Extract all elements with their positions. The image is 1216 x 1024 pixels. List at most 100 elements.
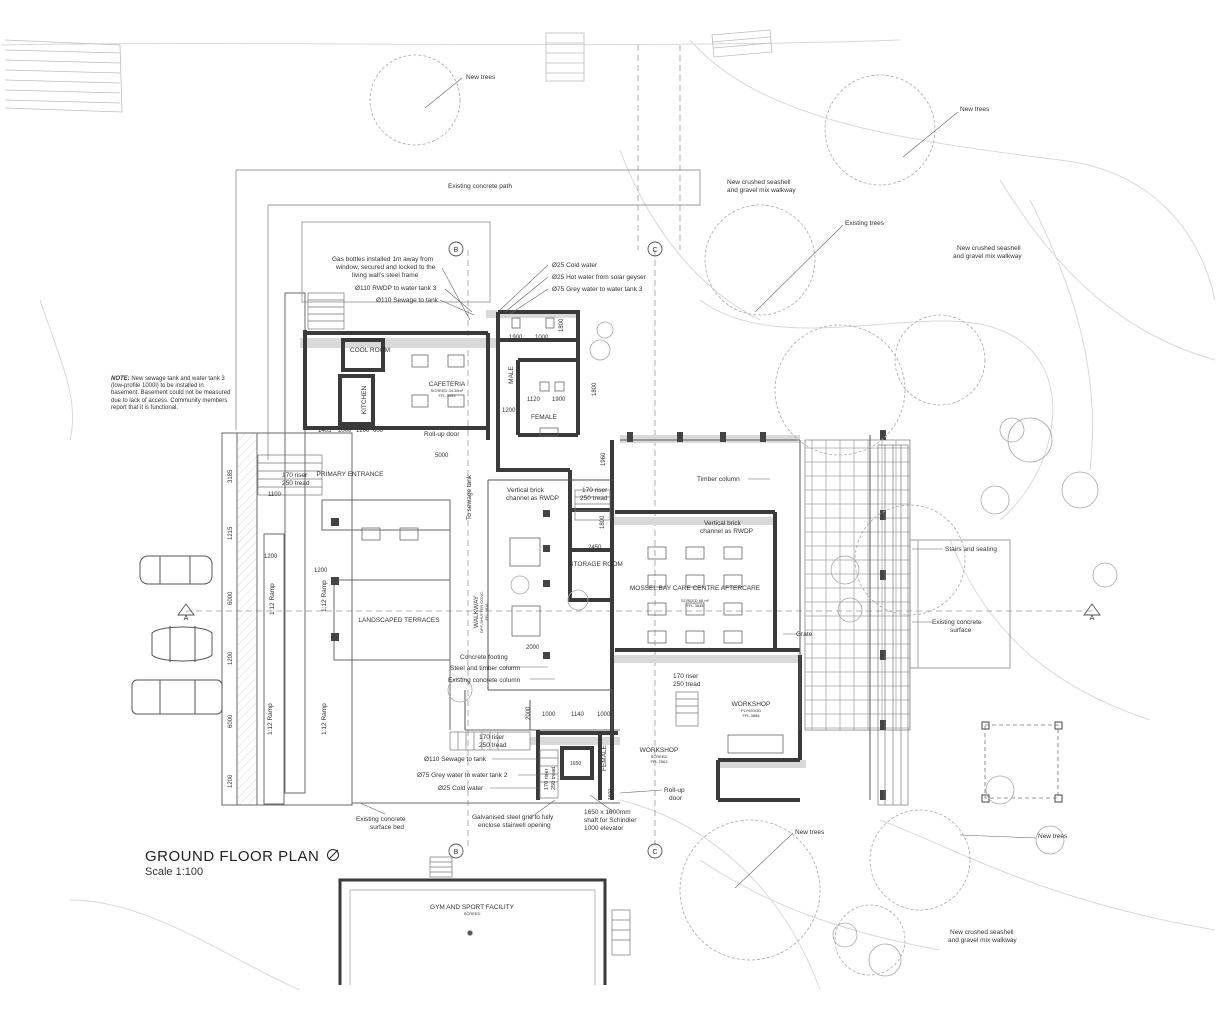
section-a-right: A	[1090, 615, 1095, 622]
label-ramp-2: 1:12 Ramp	[321, 580, 328, 612]
room-walkway: WALKWAY	[473, 595, 480, 628]
label-existing-path: Existing concrete path	[448, 183, 512, 190]
label-surface-bed-2: surface bed	[370, 824, 404, 831]
existing-path	[235, 169, 701, 460]
room-aftercare-sub: SCREED 68 m²	[681, 598, 710, 603]
dimensions: 1900 1000 1800 1800 1120 1900 1200 1405 …	[228, 318, 614, 800]
label-shell-walk-2b: and gravel mix walkway	[953, 253, 1022, 260]
room-walkway-sub: OFF-SHUTTER CONC.	[479, 591, 484, 633]
room-workshop-upper: WORKSHOP	[732, 701, 771, 708]
trees	[369, 54, 1118, 977]
parked-cars	[131, 555, 223, 715]
label-shell-walk-3b: and gravel mix walkway	[948, 937, 1017, 944]
label-riser-work-1: 170 riser	[673, 673, 699, 680]
label-stairs-seating: Stairs and seating	[945, 546, 997, 553]
dim-1960: 1960	[601, 452, 607, 466]
upper-decks	[4, 29, 773, 113]
label-shell-walk-2a: New crushed seashell	[957, 245, 1021, 252]
room-kitchen: KITCHEN	[361, 385, 368, 414]
dim-1000d: 1000	[597, 712, 611, 718]
dim-6000b: 6000	[228, 714, 234, 728]
site-outline	[221, 292, 620, 806]
label-shell-walk-1b: and gravel mix walkway	[727, 187, 796, 194]
gym-interior	[349, 889, 596, 985]
tiled-deck	[804, 439, 1011, 731]
columns	[331, 430, 1063, 803]
label-existing-surface-2: surface	[950, 627, 972, 634]
label-cold-bot: Ø25 Cold water	[438, 785, 484, 792]
label-hot-top: Ø25 Hot water from solar geyser	[552, 274, 647, 281]
room-gym-sub: SCREED	[464, 911, 481, 916]
label-steel-timber: Steel and timber column	[450, 665, 520, 672]
title-block: GROUND FLOOR PLAN Scale 1:100	[145, 848, 340, 878]
room-cool-room: COOL ROOM	[350, 347, 390, 354]
label-grid-2: enclose stairwell opening	[478, 822, 551, 829]
dim-1200b: 1200	[356, 428, 370, 434]
dim-6000a: 6000	[228, 591, 234, 605]
label-shaft-3: 1000 elevator	[584, 825, 624, 832]
dim-1650: 1650	[570, 761, 581, 767]
label-ramp-4: 1:12 Ramp	[321, 703, 328, 735]
room-landscaped-terraces: LANDSCAPED TERRACES	[358, 617, 440, 624]
room-aftercare: MOSSEL BAY CARE CENTRE AFTERCARE	[630, 585, 761, 592]
label-riser-left-1: 170 riser	[282, 472, 308, 479]
room-cafeteria-sub: SCREED 44.35m²	[431, 388, 464, 393]
dim-1800a: 1800	[559, 318, 565, 332]
dim-2450: 2450	[588, 545, 602, 551]
labels: New trees New trees New trees New trees …	[267, 74, 1068, 944]
room-primary-entrance: PRIMARY ENTRANCE	[317, 471, 385, 478]
label-riser-bot-2: 250 tread	[479, 742, 507, 749]
label-brick-1a: Vertical brick	[507, 487, 545, 494]
label-rollup-top: Roll-up door	[424, 431, 460, 438]
room-cafeteria-ffl: FFL 3553	[439, 393, 457, 398]
label-grid-1: Galvanised steel grid to fully	[472, 814, 554, 821]
label-sewage-bot: Ø110 Sewage to tank	[424, 756, 487, 763]
label-grey-bot: Ø75 Grey water to water tank 2	[417, 772, 508, 779]
label-rollup-bot-2: door	[669, 795, 683, 802]
dim-1100: 1100	[268, 492, 282, 498]
stairs	[257, 292, 909, 956]
label-new-trees-4: New trees	[1038, 833, 1068, 840]
label-existing-column: Existing concrete column	[448, 677, 521, 684]
room-workshop-upper-sub: PLYWOOD	[741, 708, 761, 713]
label-new-trees-1: New trees	[466, 74, 496, 81]
wall-shadows	[300, 310, 806, 768]
dim-2000b: 2000	[526, 706, 532, 720]
section-a-left: A	[184, 615, 189, 622]
section-b-bottom: B	[454, 849, 459, 856]
room-workshop-lower-sub: SCREED	[651, 754, 668, 759]
furniture	[361, 317, 784, 754]
section-c-bottom: C	[652, 849, 657, 856]
room-female: FEMALE	[531, 414, 558, 421]
label-sewage-top: Ø110 Sewage to tank	[376, 297, 439, 304]
dim-1900b: 1900	[552, 397, 566, 403]
label-riser-bot-1: 170 riser	[479, 734, 505, 741]
dim-1900a: 1900	[509, 335, 523, 341]
label-existing-trees: Existing trees	[845, 220, 885, 227]
dim-5000: 5000	[435, 453, 449, 459]
dim-1140: 1140	[571, 712, 585, 718]
dim-2000a: 2000	[526, 645, 540, 651]
label-grate: Grate	[796, 631, 813, 638]
label-ramp-3: 1:12 Ramp	[267, 703, 274, 735]
dim-1405: 1405	[318, 428, 332, 434]
label-grey-top: Ø75 Grey water to water tank 3	[552, 286, 643, 293]
label-cold-top: Ø25 Cold water	[552, 262, 598, 269]
dim-1120: 1120	[527, 397, 541, 403]
room-workshop-upper-ffl: FFL 3888	[743, 713, 761, 718]
label-ramp-1: 1:12 Ramp	[269, 583, 276, 615]
dim-600: 600	[373, 428, 384, 434]
dim-1000c: 1000	[542, 712, 556, 718]
label-brick-2a: Vertical brick	[704, 520, 742, 527]
section-b-top: B	[454, 247, 459, 254]
note-label: NOTE:	[111, 376, 130, 382]
label-riser-mid-2: 250 tread	[580, 495, 608, 502]
room-cafeteria: CAFETERIA	[429, 381, 466, 388]
label-stair-tread-v: 250 tread	[551, 767, 557, 790]
label-to-sewage: To sewage tank	[466, 474, 473, 520]
label-shaft-2: shaft for Schindler	[584, 817, 637, 824]
label-riser-left-2: 250 tread	[282, 480, 310, 487]
dim-1800b: 1800	[592, 382, 598, 396]
pergola-outline	[984, 724, 1059, 799]
